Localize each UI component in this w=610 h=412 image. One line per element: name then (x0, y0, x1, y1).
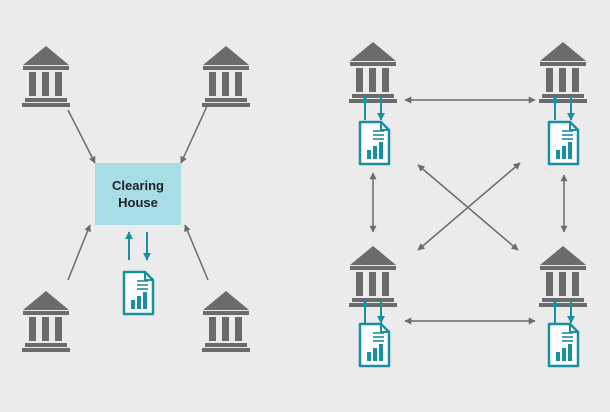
document-icon (358, 322, 391, 368)
arrow-to-clearing-house (184, 224, 209, 281)
arrow-to-clearing-house (67, 109, 96, 164)
clearing-house-box: Clearing House (95, 163, 181, 225)
document-icon (547, 322, 580, 368)
clearing-house-label-line2: House (118, 195, 158, 210)
bank-icon (349, 42, 397, 103)
bank-icon (22, 291, 70, 352)
arrow-to-clearing-house (180, 103, 209, 164)
bank-icon (539, 42, 587, 103)
bank-icon (202, 46, 250, 107)
document-icon (122, 270, 155, 316)
peer-arrow-diagonal (417, 162, 521, 251)
bank-icon (202, 291, 250, 352)
clearing-house-label-line1: Clearing (111, 178, 164, 193)
bank-icon (349, 246, 397, 307)
document-icon (547, 120, 580, 166)
bank-icon (539, 246, 587, 307)
document-icon (358, 120, 391, 166)
arrow-to-clearing-house (67, 224, 91, 281)
bank-icon (22, 46, 70, 107)
